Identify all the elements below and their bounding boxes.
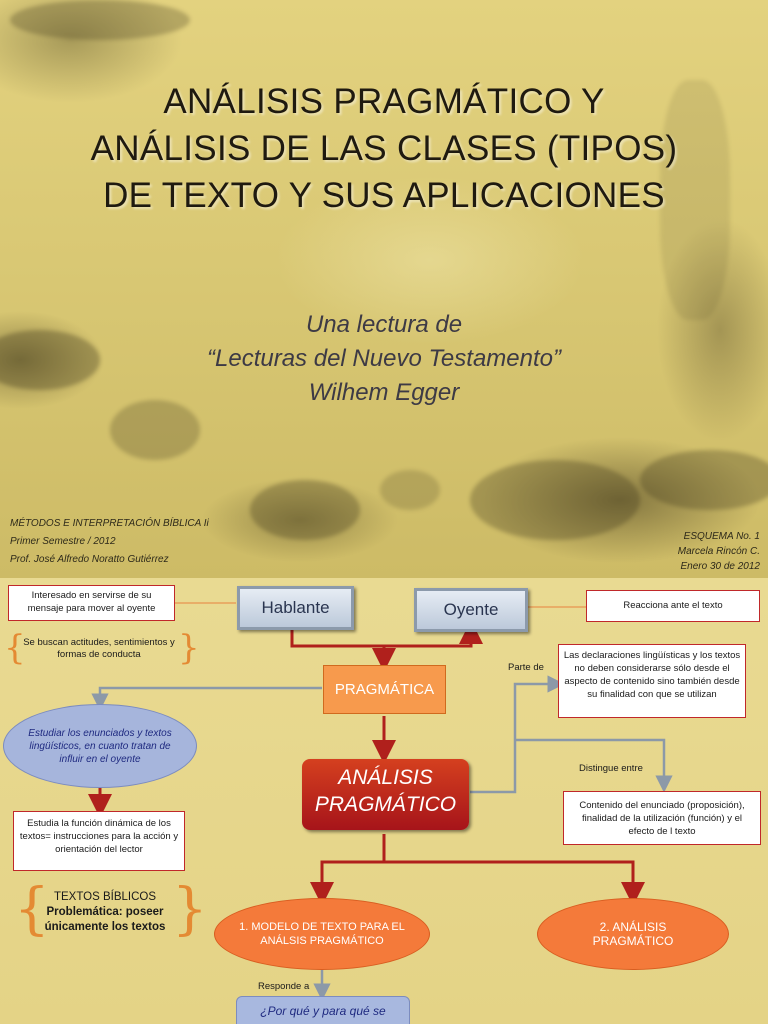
pragmatica-node: PRAGMÁTICA xyxy=(323,665,446,714)
right-brace-icon: } xyxy=(172,877,208,942)
subtitle-line-2: “Lecturas del Nuevo Testamento” xyxy=(207,345,561,372)
label-parte-de: Parte de xyxy=(508,662,544,673)
ink-stain xyxy=(250,480,360,540)
ink-stain xyxy=(380,470,440,510)
box-por-que: ¿Por qué y para qué se xyxy=(236,996,410,1024)
date-label: Enero 30 de 2012 xyxy=(680,561,760,572)
author-info: ESQUEMA No. 1 Marcela Rincón C. Enero 30… xyxy=(678,529,760,574)
title-line-1: ANÁLISIS PRAGMÁTICO Y xyxy=(163,82,605,121)
ellipse-estudiar: Estudiar los enunciados y textos lingüís… xyxy=(3,704,197,788)
ellipse-analisis-2: 2. ANÁLISIS PRAGMÁTICO xyxy=(537,898,729,970)
ink-stain xyxy=(110,400,200,460)
ellipse-modelo-texto: 1. MODELO DE TEXTO PARA EL ANÁLSIS PRAGM… xyxy=(214,898,430,970)
arrow-hablante-oyente xyxy=(290,620,483,648)
ink-stain xyxy=(470,460,640,540)
title-slide: ANÁLISIS PRAGMÁTICO Y ANÁLISIS DE LAS CL… xyxy=(0,0,768,578)
connector-lines xyxy=(88,602,673,1001)
oyente-node: Oyente xyxy=(414,588,528,632)
textos-biblicos-title: TEXTOS BÍBLICOS xyxy=(53,891,157,903)
ink-stain xyxy=(0,330,100,390)
arrow-to-modelo xyxy=(310,834,386,906)
label-responde: Responde a xyxy=(258,981,310,992)
course-info: MÉTODOS E INTERPRETACIÓN BÍBLICA Ii Prim… xyxy=(10,515,209,569)
left-brace-icon: { xyxy=(14,877,50,942)
subtitle-line-3: Wilhem Egger xyxy=(308,379,460,406)
arrow-to-analisis-2 xyxy=(384,860,645,906)
right-brace-icon: } xyxy=(178,628,200,668)
box-interesado: Interesado en servirse de su mensaje par… xyxy=(8,585,175,621)
ink-stain xyxy=(10,0,190,40)
label-distingue: Distingue entre xyxy=(579,763,643,774)
connector-analisis-declaraciones xyxy=(470,675,565,794)
slide-title: ANÁLISIS PRAGMÁTICO Y ANÁLISIS DE LAS CL… xyxy=(40,78,728,219)
connector-analisis-contenido xyxy=(515,738,673,793)
box-estudia: Estudia la función dinámica de los texto… xyxy=(13,811,185,871)
ink-stain xyxy=(640,450,768,510)
author-name: Marcela Rincón C. xyxy=(677,546,760,557)
course-name: MÉTODOS E INTERPRETACIÓN BÍBLICA Ii xyxy=(10,518,209,529)
title-line-2: ANÁLISIS DE LAS CLASES (TIPOS) xyxy=(90,129,678,168)
connector-pragmatica-estudiar xyxy=(91,686,322,711)
ink-stain xyxy=(660,80,730,320)
course-semester: Primer Semestre / 2012 xyxy=(10,536,116,547)
box-declaraciones: Las declaraciones lingüísticas y los tex… xyxy=(558,644,746,718)
diagram-slide: Interesado en servirse de su mensaje par… xyxy=(0,578,768,1024)
brace-actitudes-text: Se buscan actitudes, sentimientos y form… xyxy=(23,637,175,660)
subtitle-line-1: Una lectura de xyxy=(305,311,463,338)
analisis-pragmatico-label: ANÁLISIS PRAGMÁTICO xyxy=(314,766,457,816)
box-contenido: Contenido del enunciado (proposición), f… xyxy=(563,791,761,845)
title-line-3: DE TEXTO Y SUS APLICACIONES xyxy=(103,176,665,215)
slide-subtitle: Una lectura de “Lecturas del Nuevo Testa… xyxy=(100,308,668,410)
textos-biblicos-body: Problemática: poseer únicamente los text… xyxy=(44,906,166,933)
textos-biblicos-block: TEXTOS BÍBLICOS Problemática: poseer úni… xyxy=(30,890,180,935)
box-reacciona: Reacciona ante el texto xyxy=(586,590,760,622)
left-brace-icon: { xyxy=(4,628,26,668)
course-professor: Prof. José Alfredo Noratto Gutiérrez xyxy=(10,554,169,565)
scheme-number: ESQUEMA No. 1 xyxy=(683,531,760,542)
hablante-node: Hablante xyxy=(237,586,354,630)
analisis-pragmatico-node: ANÁLISIS PRAGMÁTICO xyxy=(302,759,469,830)
